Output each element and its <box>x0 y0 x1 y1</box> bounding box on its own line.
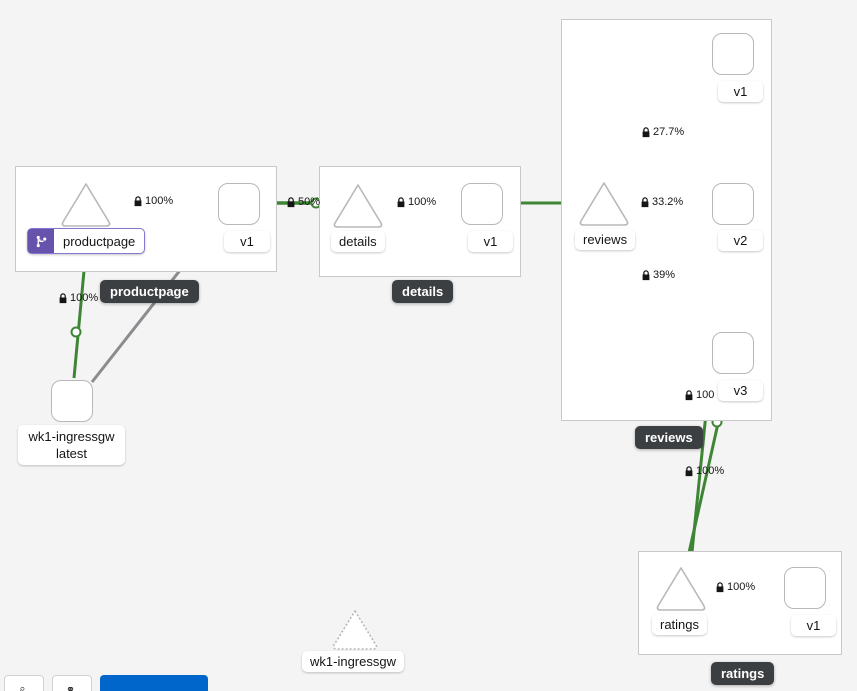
node-productpage-service-shape[interactable] <box>61 183 111 227</box>
code-branch-icon <box>28 229 54 253</box>
node-reviews-service-shape[interactable] <box>579 182 629 226</box>
lock-icon <box>716 581 724 592</box>
node-label-ratings-service: ratings <box>652 614 708 635</box>
lock-icon <box>685 389 693 400</box>
group-badge-details: details <box>392 280 454 303</box>
node-label-reviews-v1: v1 <box>718 81 763 102</box>
group-badge-reviews: reviews <box>635 426 703 449</box>
node-details-v1[interactable] <box>461 183 503 225</box>
node-reviews-v2[interactable] <box>712 183 754 225</box>
node-label-ratings-v1: v1 <box>791 615 836 636</box>
lock-icon <box>642 269 650 280</box>
virtual-service-label: productpage <box>63 233 136 249</box>
node-label-reviews-service: reviews <box>575 229 636 250</box>
edge-label-details-to-v1: 100% <box>396 196 436 208</box>
edge-label-reviews-to-v3: 39% <box>641 269 675 281</box>
node-label-reviews-v2: v2 <box>718 230 763 251</box>
node-label-line1: wk1-ingressgw <box>28 429 115 444</box>
node-label-reviews-v3: v3 <box>718 380 763 401</box>
node-ratings-service-shape[interactable] <box>656 567 706 611</box>
node-reviews-v3[interactable] <box>712 332 754 374</box>
edge-label-productpage-to-v1: 100% <box>133 195 173 207</box>
magnifier-icon: ⌕ <box>19 682 26 691</box>
lock-icon <box>397 196 405 207</box>
edge-label-reviews-to-v2: 33.2% <box>640 196 683 208</box>
node-ratings-v1[interactable] <box>784 567 826 609</box>
primary-action-button[interactable] <box>100 675 208 691</box>
group-badge-productpage: productpage <box>100 280 199 303</box>
lock-icon <box>641 196 649 207</box>
edge-label-productpage-v1-to-details: 50% <box>286 196 320 208</box>
graph-toolbar[interactable]: ⌕ ⚭ <box>0 675 234 691</box>
node-details-service-shape[interactable] <box>333 184 383 228</box>
lock-icon <box>642 126 650 137</box>
edge-label-reviews-to-ratings: 100% <box>684 465 724 477</box>
node-label-productpage-v1: v1 <box>224 231 270 252</box>
node-wk1-ingressgw-workload[interactable] <box>51 380 93 422</box>
virtual-service-badge-productpage[interactable]: productpage <box>27 228 146 254</box>
node-reviews-v1[interactable] <box>712 33 754 75</box>
edge-label-reviews-v3-to-ratings-inner: 100 <box>684 389 714 401</box>
edge-label-ingress-to-productpage: 100% <box>58 292 98 304</box>
node-label-wk1-ingressgw-workload: wk1-ingressgw latest <box>18 425 125 465</box>
lock-icon <box>685 465 693 476</box>
group-badge-ratings: ratings <box>711 662 775 685</box>
lock-icon <box>134 195 142 206</box>
edge-midpoint-marker <box>70 326 82 338</box>
node-label-wk1-ingressgw-service: wk1-ingressgw <box>302 651 404 672</box>
node-label-details-v1: v1 <box>468 231 513 252</box>
legend-toggle-button[interactable]: ⚭ <box>52 675 92 691</box>
node-productpage-v1[interactable] <box>218 183 260 225</box>
zoom-fit-button[interactable]: ⌕ <box>4 675 44 691</box>
edge-label-ratings-to-v1: 100% <box>715 581 755 593</box>
edge-label-reviews-to-v1: 27.7% <box>641 126 684 138</box>
node-label-line2: latest <box>55 446 88 461</box>
node-label-details-service: details <box>331 231 385 252</box>
graph-nodes-icon: ⚭ <box>65 683 76 691</box>
lock-icon <box>59 292 67 303</box>
node-wk1-ingressgw-service-shape[interactable] <box>332 610 378 650</box>
lock-icon <box>287 196 295 207</box>
